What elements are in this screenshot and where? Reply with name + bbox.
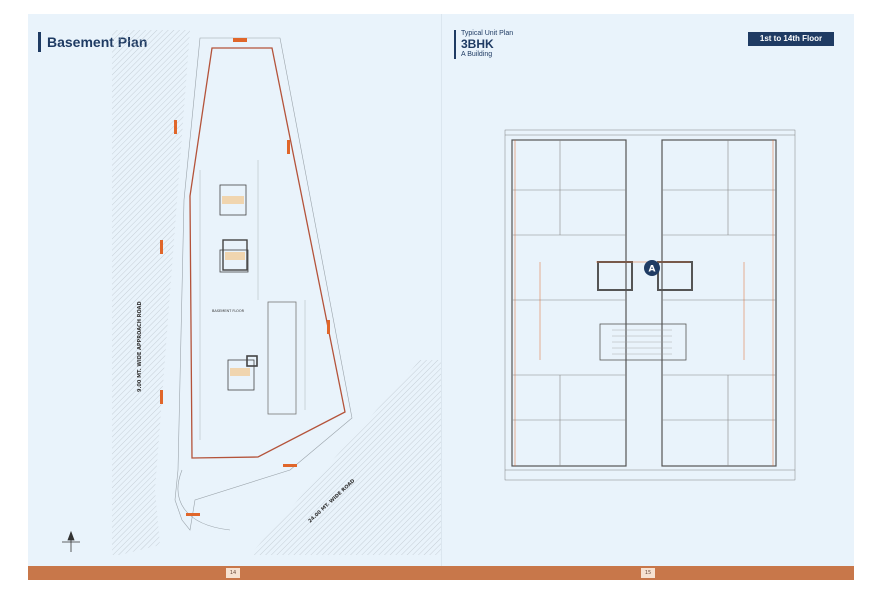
unit-plan-subtitle: Typical Unit Plan [461,30,514,37]
unit-a-marker [644,260,660,276]
page-divider [441,14,442,567]
site-boundary [174,37,353,531]
floor-range-badge: 1st to 14th Floor [748,32,834,46]
north-arrow-icon [62,530,80,552]
footer-bar: 14 15 [28,566,854,580]
unit-plan-heading: Typical Unit Plan 3BHK A Building [454,30,513,59]
building-name: A Building [461,51,493,58]
floor-plan-outline [511,139,777,467]
basement-cores [219,184,297,415]
page-number-right: 15 [641,568,655,578]
basement-floor-label: BASEMENT FLOOR [212,309,245,313]
page-number-left: 14 [226,568,240,578]
outer-dimension-frame [504,129,796,481]
dimension-marks [160,38,330,516]
room-partitions [512,140,776,466]
approach-road-label: 9.00 MT. WIDE APPROACH ROAD [137,301,143,392]
dimension-lines [514,140,774,466]
core-highlights [222,196,250,376]
unit-type: 3BHK [461,37,494,51]
unit-a-marker-label: A [649,265,656,275]
parking-lines [199,160,306,440]
main-road-hatch [250,360,441,555]
staircase [612,329,672,355]
approach-road-hatch [112,30,190,555]
